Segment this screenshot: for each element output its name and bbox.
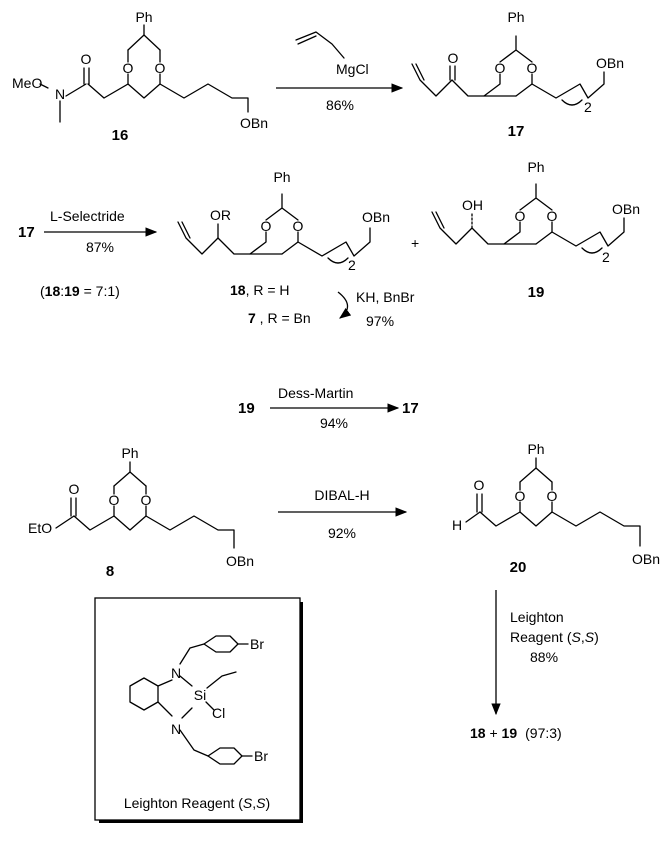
ring-oxygen-label: O xyxy=(109,492,120,508)
aldehyde-hydrogen-label: H xyxy=(452,517,462,533)
l-selectride-reagent: L-Selectride xyxy=(50,208,125,224)
compound-number-16: 16 xyxy=(112,127,129,144)
benzylation-arrow xyxy=(337,291,352,319)
chain-repeat-subscript: 2 xyxy=(584,99,592,115)
compound-18-label: 18, R = H xyxy=(230,282,290,298)
compound-number-19-start: 19 xyxy=(238,400,255,417)
ring-oxygen-label: O xyxy=(293,218,304,234)
chain-repeat-subscript: 2 xyxy=(348,257,356,273)
plus-sign: + xyxy=(411,235,419,251)
phenyl-label: Ph xyxy=(527,441,544,457)
compound-8: Ph O O O EtO OBn 8 xyxy=(28,445,254,580)
compound-number-17-start: 17 xyxy=(18,224,35,241)
compound-7-label: 7 , R = Bn xyxy=(248,310,311,326)
compound-19: Ph OH O O 2 OBn 19 xyxy=(431,159,640,301)
ring-oxygen-label: O xyxy=(155,60,166,76)
dess-martin-reagent: Dess-Martin xyxy=(278,385,353,401)
nitrogen-label: N xyxy=(171,721,181,737)
carbonyl-oxygen-label: O xyxy=(69,481,80,497)
ring-oxygen-label: O xyxy=(547,208,558,224)
yield-88: 88% xyxy=(530,649,558,665)
ring-oxygen-label: O xyxy=(547,488,558,504)
compound-number-17-product: 17 xyxy=(402,400,419,417)
or-label: OR xyxy=(210,207,231,223)
bromine-label: Br xyxy=(250,636,264,652)
methoxy-label: MeO xyxy=(12,75,42,91)
kh-bnbr-reagent: KH, BnBr xyxy=(356,289,415,305)
phenyl-label: Ph xyxy=(135,9,152,25)
hydroxyl-label: OH xyxy=(462,197,483,213)
selectivity-ratio: (18:19 = 7:1) xyxy=(40,283,120,299)
yield-97: 97% xyxy=(366,313,394,329)
ring-oxygen-label: O xyxy=(261,218,272,234)
leighton-reagent-box: N N Si Cl Br Br Leighton Reagent (S,S) xyxy=(94,597,303,823)
yield-94: 94% xyxy=(320,415,348,431)
compound-number-8: 8 xyxy=(106,563,114,580)
compound-20: Ph O O O H OBn 20 xyxy=(452,441,660,576)
ketone-oxygen-label: O xyxy=(448,50,459,66)
yield-87: 87% xyxy=(86,239,114,255)
compound-16: Ph O O O N MeO OBn 16 xyxy=(12,9,268,144)
silicon-label: Si xyxy=(194,687,206,703)
ring-oxygen-label: O xyxy=(515,488,526,504)
leighton-reagent-line1: Leighton xyxy=(510,609,564,625)
nitrogen-label: N xyxy=(171,665,181,681)
benzyloxy-label: OBn xyxy=(226,553,254,569)
aldehyde-oxygen-label: O xyxy=(474,477,485,493)
phenyl-label: Ph xyxy=(121,445,138,461)
carbonyl-oxygen-label: O xyxy=(81,51,92,67)
compound-17: Ph O O O 2 OBn 17 xyxy=(411,9,624,140)
nitrogen-label: N xyxy=(55,86,65,102)
final-products: 18 + 19(97:3) xyxy=(470,725,562,741)
benzyloxy-label: OBn xyxy=(612,201,640,217)
leighton-reagent-line2: Reagent (S,S) xyxy=(510,629,599,645)
dibal-h-reagent: DIBAL-H xyxy=(314,487,369,503)
compound-number-19: 19 xyxy=(528,284,545,301)
compound-number-17: 17 xyxy=(508,123,525,140)
benzyloxy-label: OBn xyxy=(240,115,268,131)
ring-oxygen-label: O xyxy=(141,492,152,508)
benzyloxy-label: OBn xyxy=(362,209,390,225)
phenyl-label: Ph xyxy=(527,159,544,175)
benzyloxy-label: OBn xyxy=(596,55,624,71)
ring-oxygen-label: O xyxy=(495,60,506,76)
ethoxy-label: EtO xyxy=(28,520,52,536)
yield-86: 86% xyxy=(326,97,354,113)
compound-18: Ph OR O O 2 OBn 18, R = H 7 , R = Bn xyxy=(177,169,390,326)
compound-number-20: 20 xyxy=(510,559,527,576)
chain-repeat-subscript: 2 xyxy=(602,249,610,265)
yield-92: 92% xyxy=(328,525,356,541)
allyl-grignard-reagent: MgCl xyxy=(295,31,369,77)
ring-oxygen-label: O xyxy=(515,208,526,224)
benzyloxy-label: OBn xyxy=(632,551,660,567)
phenyl-label: Ph xyxy=(507,9,524,25)
ring-oxygen-label: O xyxy=(527,60,538,76)
mgcl-label: MgCl xyxy=(336,61,369,77)
leighton-reagent-caption: Leighton Reagent (S,S) xyxy=(124,795,270,811)
bromine-label: Br xyxy=(254,748,268,764)
phenyl-label: Ph xyxy=(273,169,290,185)
chlorine-label: Cl xyxy=(212,705,225,721)
ring-oxygen-label: O xyxy=(123,60,134,76)
